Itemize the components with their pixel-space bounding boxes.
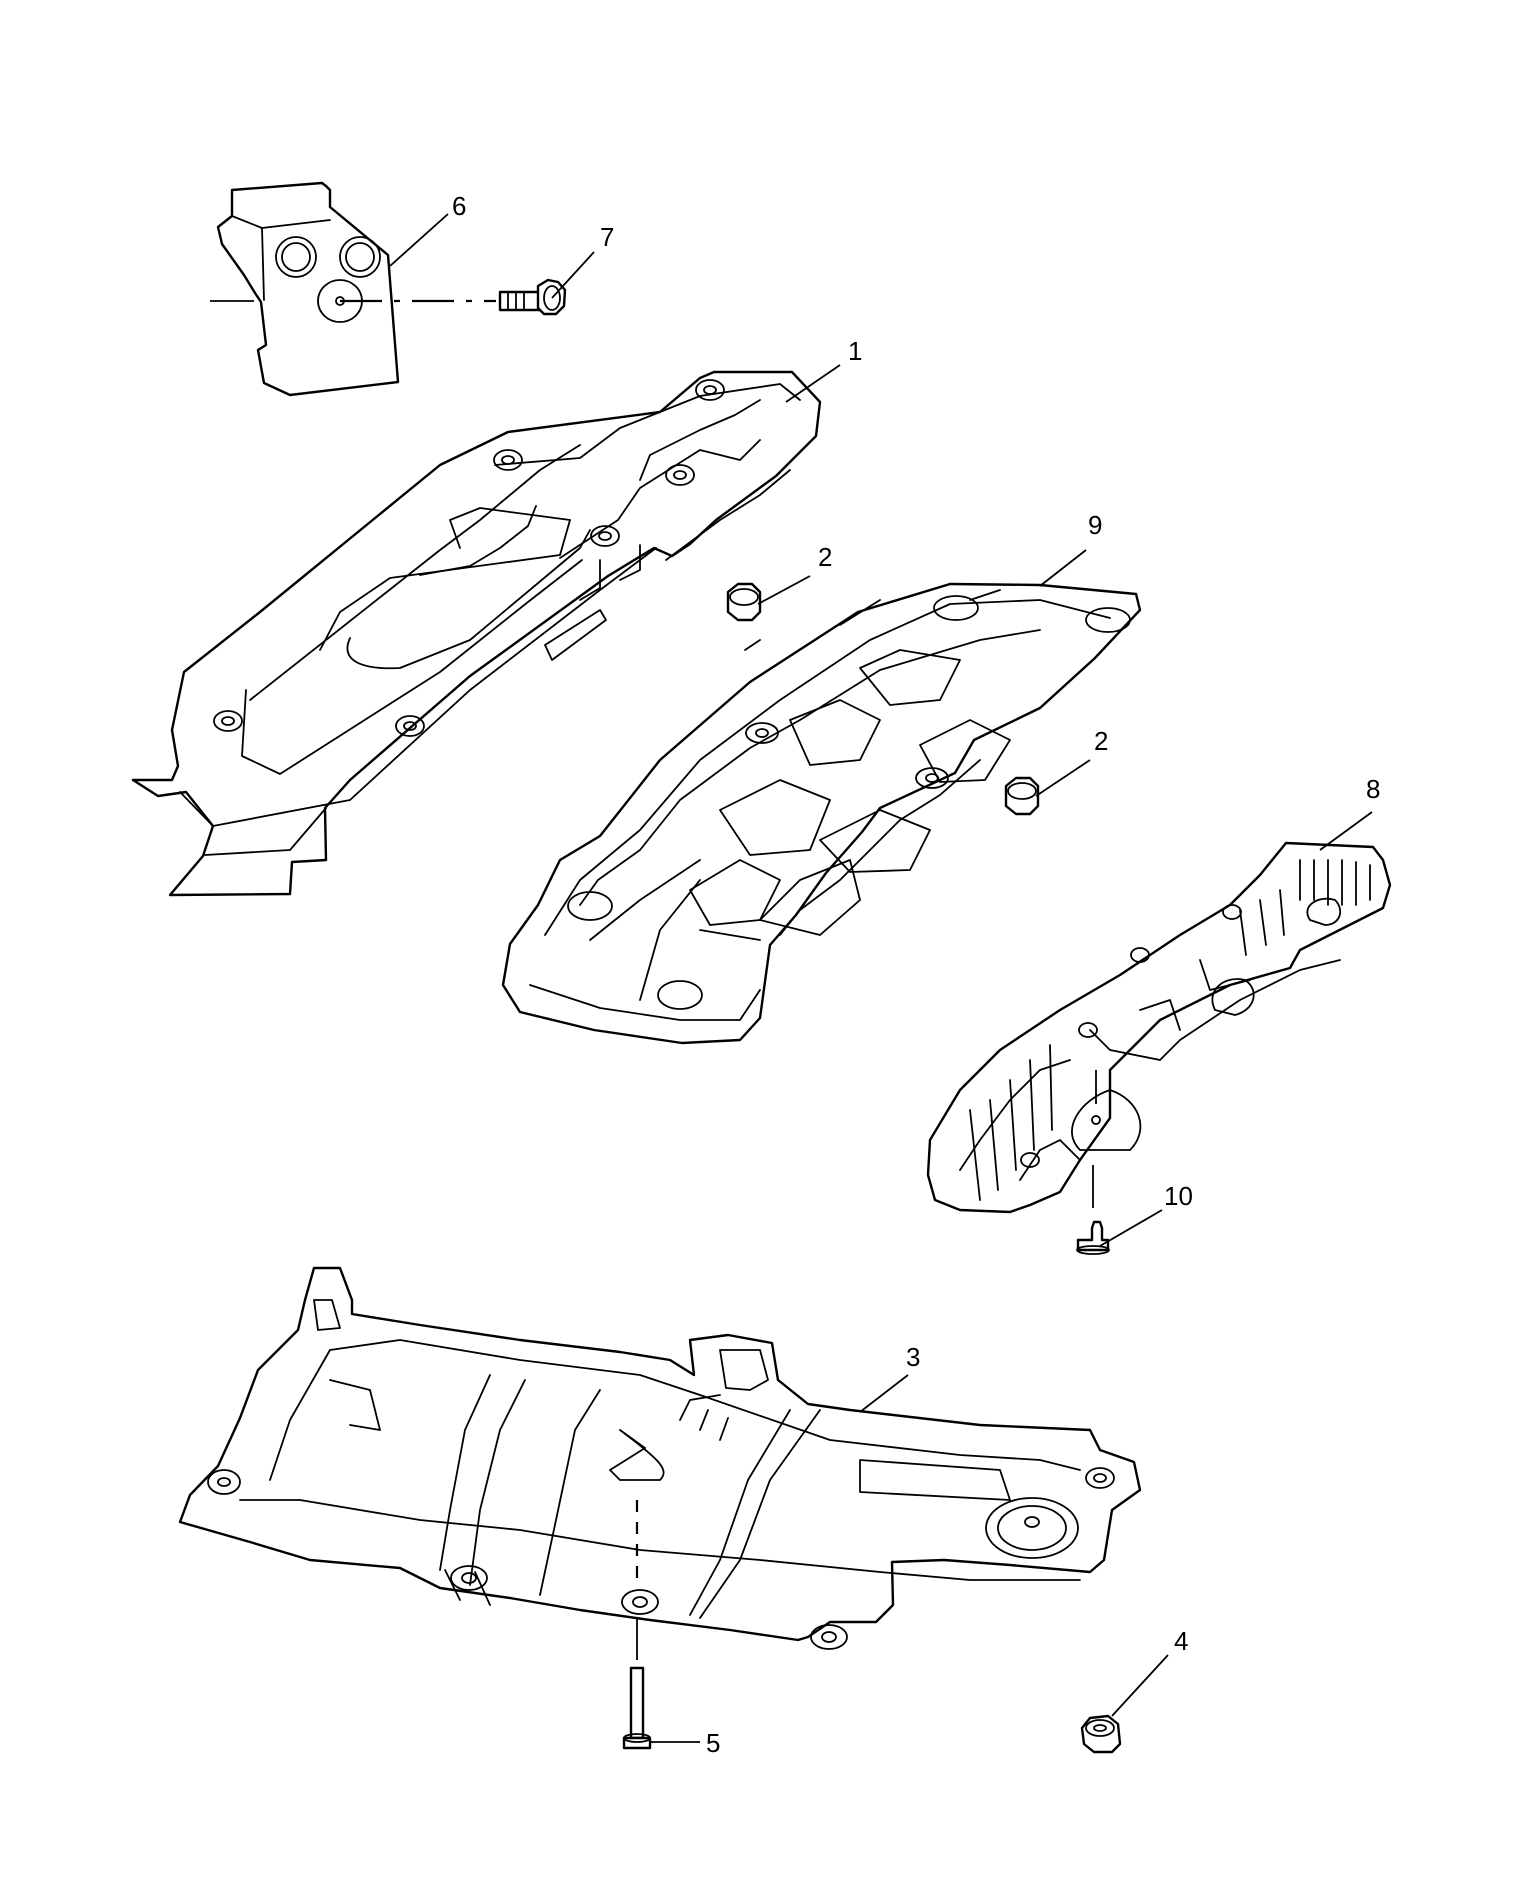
callout-7: 7 <box>600 222 614 252</box>
part-2-nut-lower <box>1004 776 1040 816</box>
callout-3: 3 <box>906 1342 920 1372</box>
part-7-bolt <box>498 278 567 316</box>
callout-4: 4 <box>1174 1626 1188 1656</box>
callout-8: 8 <box>1366 774 1380 804</box>
leader-lines <box>389 213 1373 1743</box>
callout-10: 10 <box>1164 1181 1193 1211</box>
part-5-bolt <box>622 1666 652 1750</box>
callout-2b: 2 <box>1094 726 1108 756</box>
callout-1: 1 <box>848 336 862 366</box>
part-9-shield <box>501 582 1142 1045</box>
callout-6: 6 <box>452 191 466 221</box>
part-3-shield <box>178 1266 1142 1660</box>
part-8-heat-shield <box>926 841 1392 1214</box>
callout-5: 5 <box>706 1728 720 1758</box>
part-6-bracket <box>210 181 496 397</box>
part-2-nut-upper <box>726 582 762 622</box>
callout-2a: 2 <box>818 542 832 572</box>
part-1-shield <box>131 370 822 897</box>
callout-9: 9 <box>1088 510 1102 540</box>
part-10-bolt <box>1076 1220 1110 1255</box>
part-4-nut <box>1080 1714 1122 1754</box>
